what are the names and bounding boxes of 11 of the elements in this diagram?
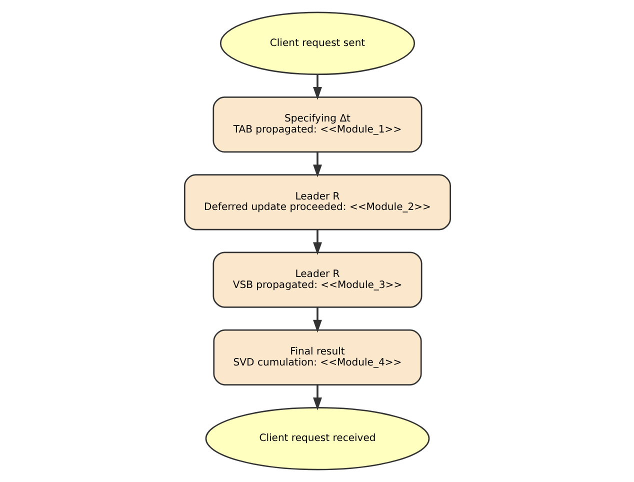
arrow — [312, 385, 322, 410]
arrow — [312, 230, 322, 256]
node-box: Final result SVD cumulation: <<Module_4>> — [212, 329, 422, 386]
node-box: Specifying Δt TAB propagated: <<Module_1>> — [212, 96, 422, 153]
arrow — [312, 307, 322, 333]
node-box: Leader R VSB propagated: <<Module_3>> — [212, 252, 422, 308]
node-ellipse: Client request received — [204, 407, 430, 470]
node-box: Leader R Deferred update proceeded: <<Module_2>> — [183, 174, 451, 230]
arrow — [312, 152, 322, 178]
node-ellipse: Client request sent — [219, 12, 415, 75]
arrow — [312, 74, 322, 100]
